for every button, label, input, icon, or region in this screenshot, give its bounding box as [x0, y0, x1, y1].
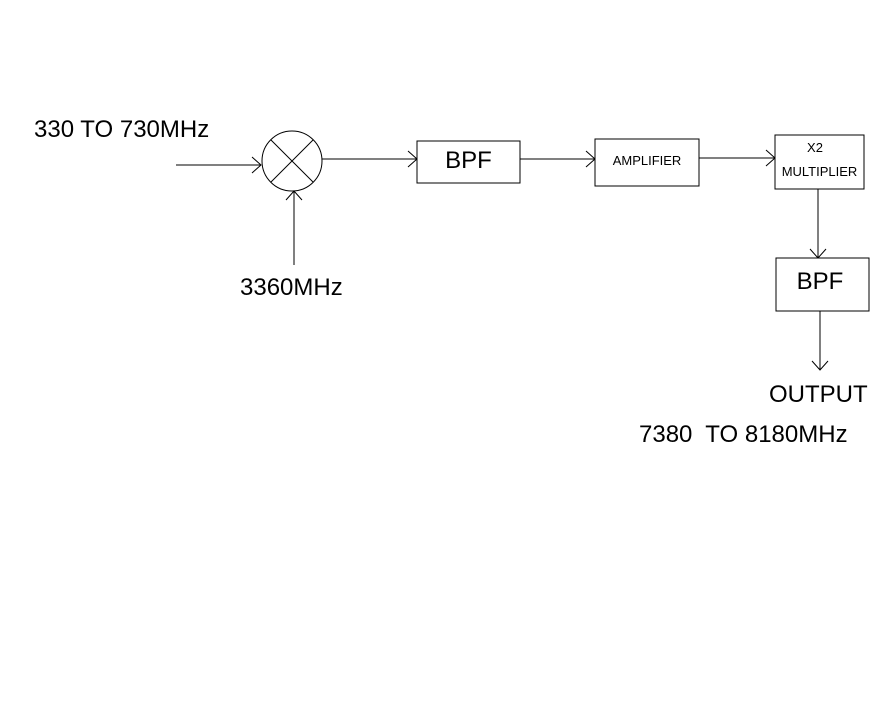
- lo-frequency-label: 3360MHz: [240, 274, 343, 301]
- mixer-to-bpf-connection: [322, 150, 418, 168]
- multiplier-block: [774, 134, 865, 190]
- multiplier-label-x2: X2: [807, 140, 823, 155]
- multiplier-to-bpf-connection: [809, 189, 827, 259]
- bpf-label-2: BPF: [796, 268, 844, 295]
- bpf-block-2: [775, 257, 870, 312]
- bpf-block-1: [416, 140, 521, 184]
- mixer-icon: [261, 130, 323, 192]
- multiplier-label: MULTIPLIER: [781, 164, 858, 179]
- output-connection: [811, 311, 829, 371]
- lo-connection: [285, 190, 303, 265]
- amplifier-block: [594, 138, 700, 187]
- input-connection: [176, 156, 262, 174]
- amplifier-label: AMPLIFIER: [612, 153, 682, 168]
- input-frequency-label: 330 TO 730MHz: [34, 116, 210, 143]
- amplifier-to-multiplier-connection: [699, 149, 776, 167]
- output-label: OUTPUT: [769, 381, 868, 408]
- bpf-to-amplifier-connection: [520, 150, 596, 168]
- bpf-label-1: BPF: [445, 147, 492, 174]
- output-frequency-label: 7380 TO 8180MHz: [639, 421, 848, 448]
